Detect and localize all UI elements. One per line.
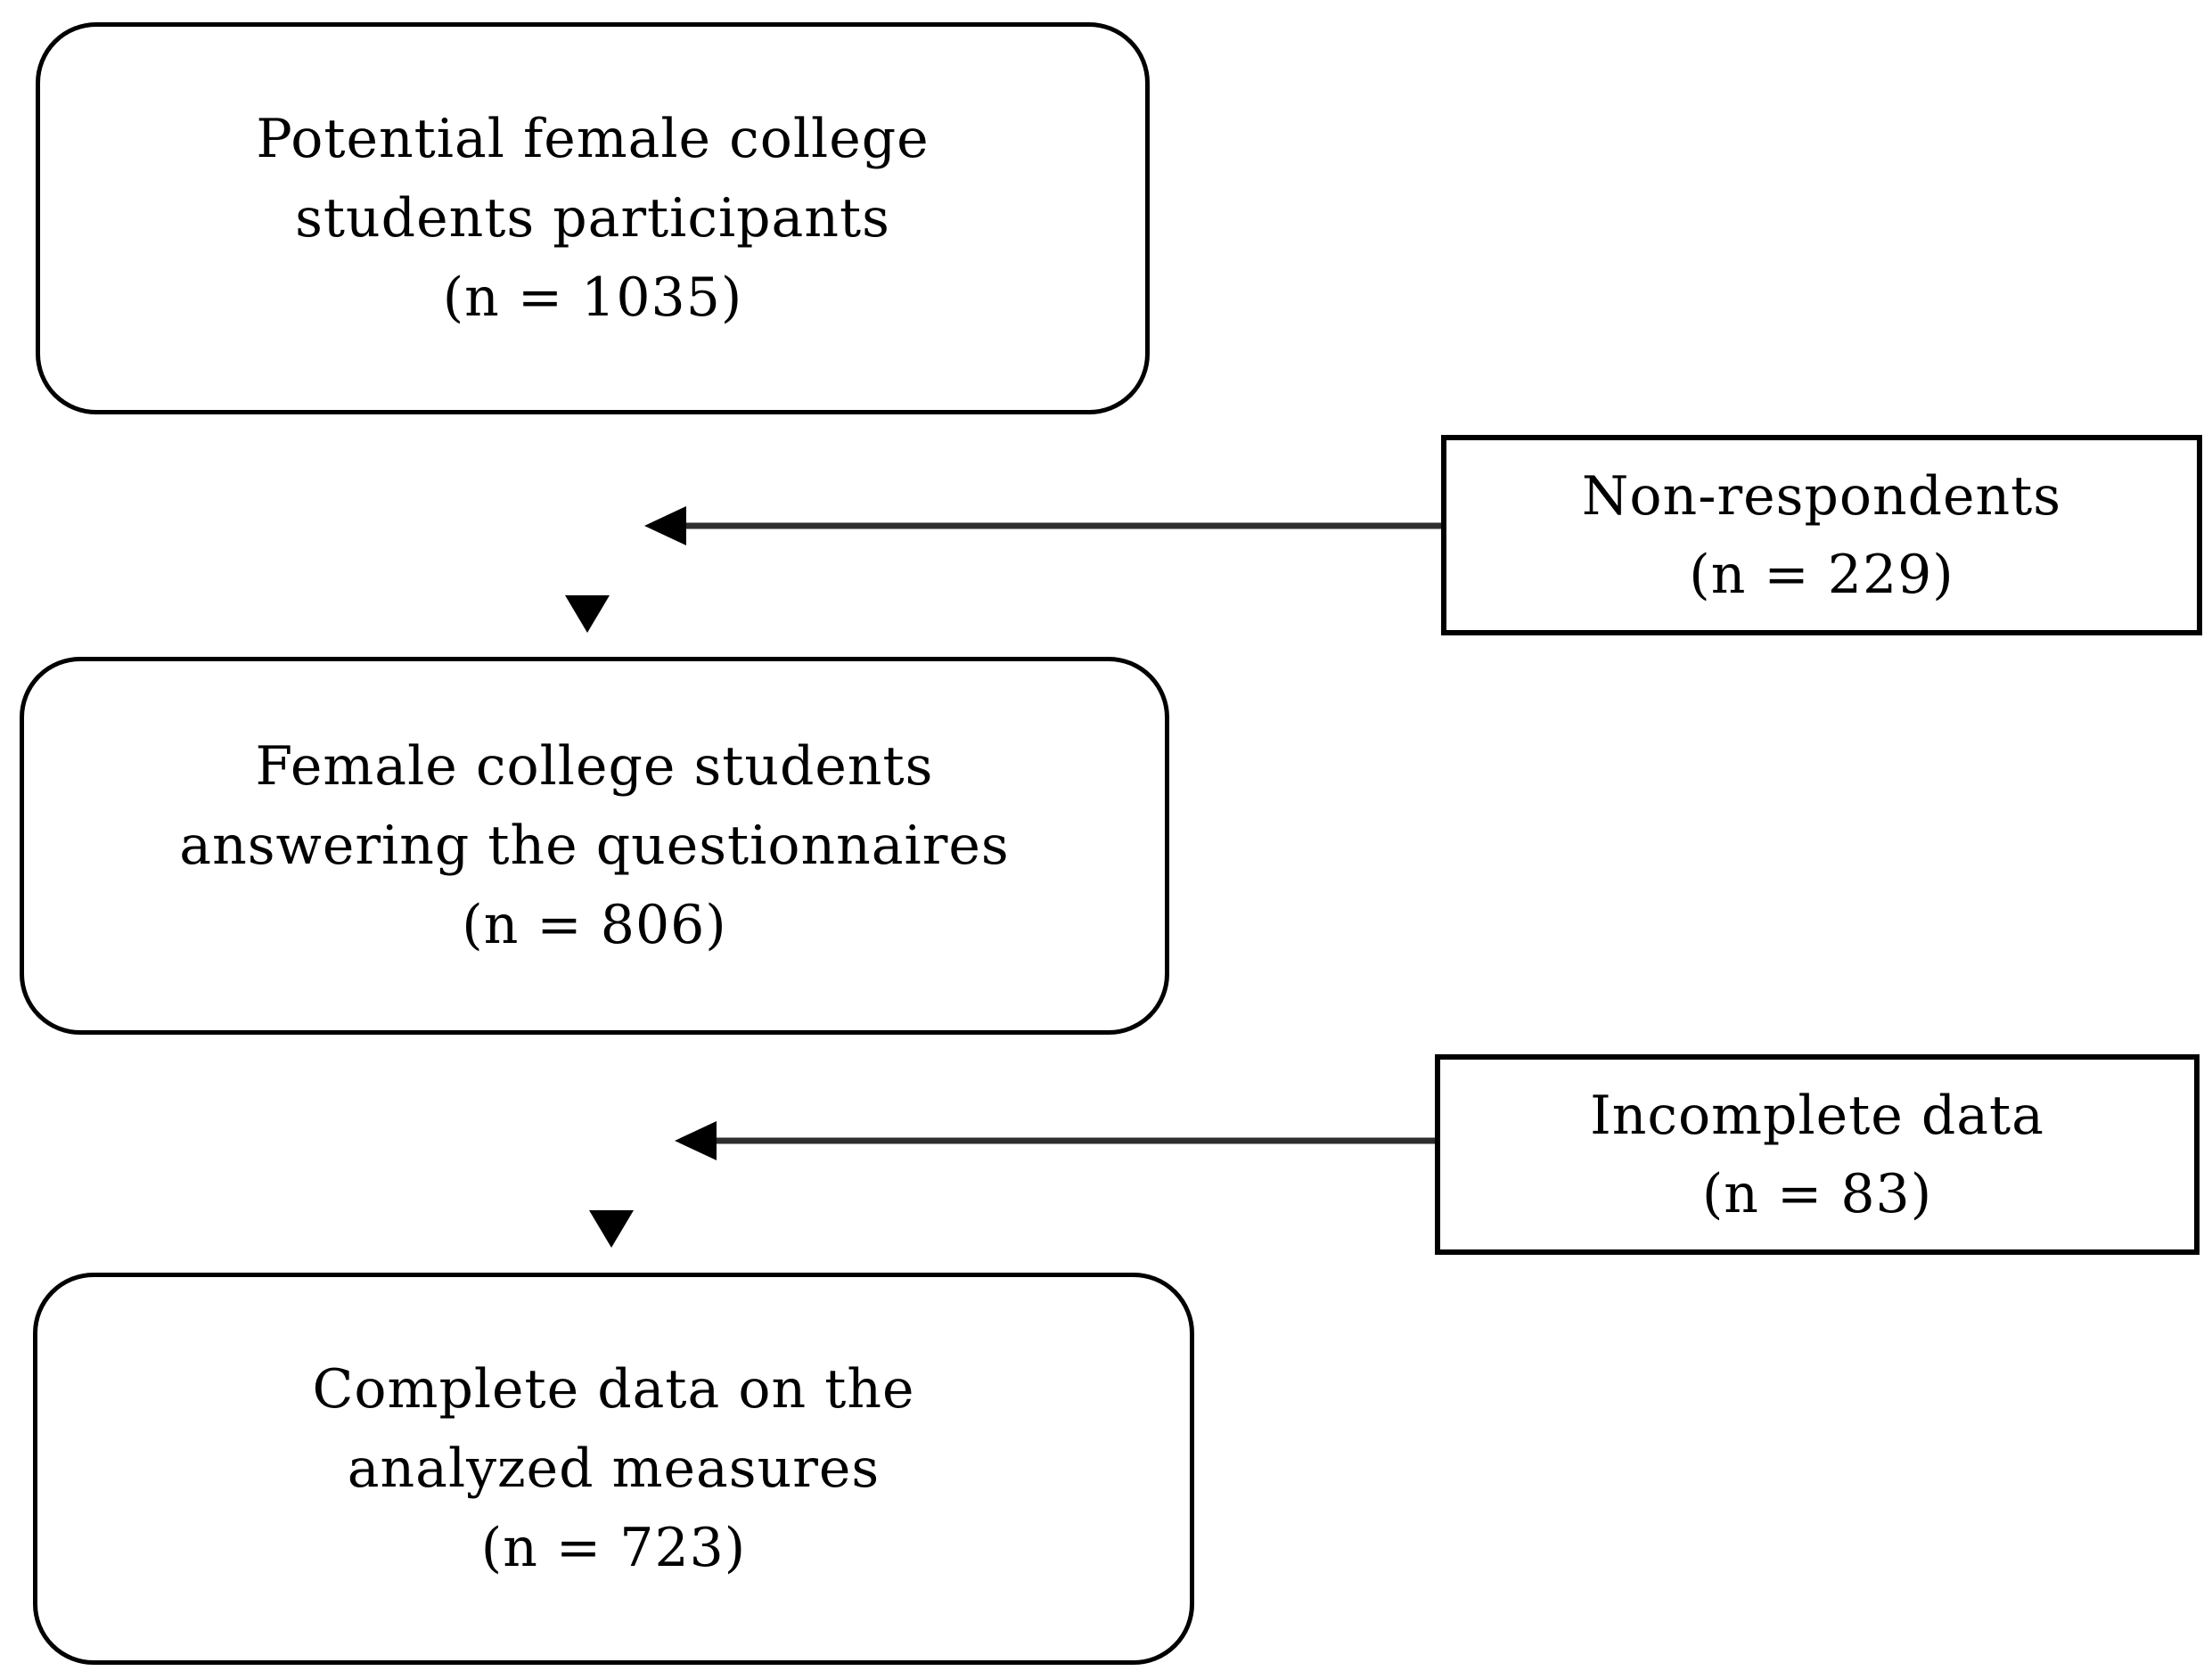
arrowhead-left-1-icon bbox=[644, 506, 686, 545]
node-potential-participants: Potential female college students partic… bbox=[36, 22, 1150, 414]
node-text-line: Complete data on the bbox=[312, 1357, 915, 1421]
node-complete-data: Complete data on the analyzed measures (… bbox=[33, 1273, 1194, 1665]
node-count-label: (n = 1035) bbox=[442, 266, 743, 329]
node-text-line: Female college students bbox=[255, 734, 934, 798]
node-text-line: answering the questionnaires bbox=[179, 814, 1010, 877]
node-count-label: (n = 229) bbox=[1689, 543, 1954, 606]
node-count-label: (n = 83) bbox=[1701, 1162, 1933, 1225]
node-count-label: (n = 806) bbox=[462, 893, 727, 956]
node-answering-questionnaires: Female college students answering the qu… bbox=[20, 657, 1169, 1035]
arrowhead-left-2-icon bbox=[675, 1121, 717, 1160]
node-text-line: Non-respondents bbox=[1581, 464, 2062, 528]
node-text-line: Incomplete data bbox=[1590, 1084, 2044, 1147]
node-non-respondents: Non-respondents (n = 229) bbox=[1441, 435, 2202, 635]
node-text-line: students participants bbox=[295, 186, 890, 250]
node-incomplete-data: Incomplete data (n = 83) bbox=[1435, 1054, 2200, 1255]
arrowhead-down-1-icon bbox=[565, 595, 610, 633]
node-text-line: analyzed measures bbox=[347, 1437, 881, 1500]
arrowhead-down-2-icon bbox=[589, 1210, 634, 1248]
node-count-label: (n = 723) bbox=[480, 1516, 747, 1579]
node-text-line: Potential female college bbox=[256, 107, 930, 170]
